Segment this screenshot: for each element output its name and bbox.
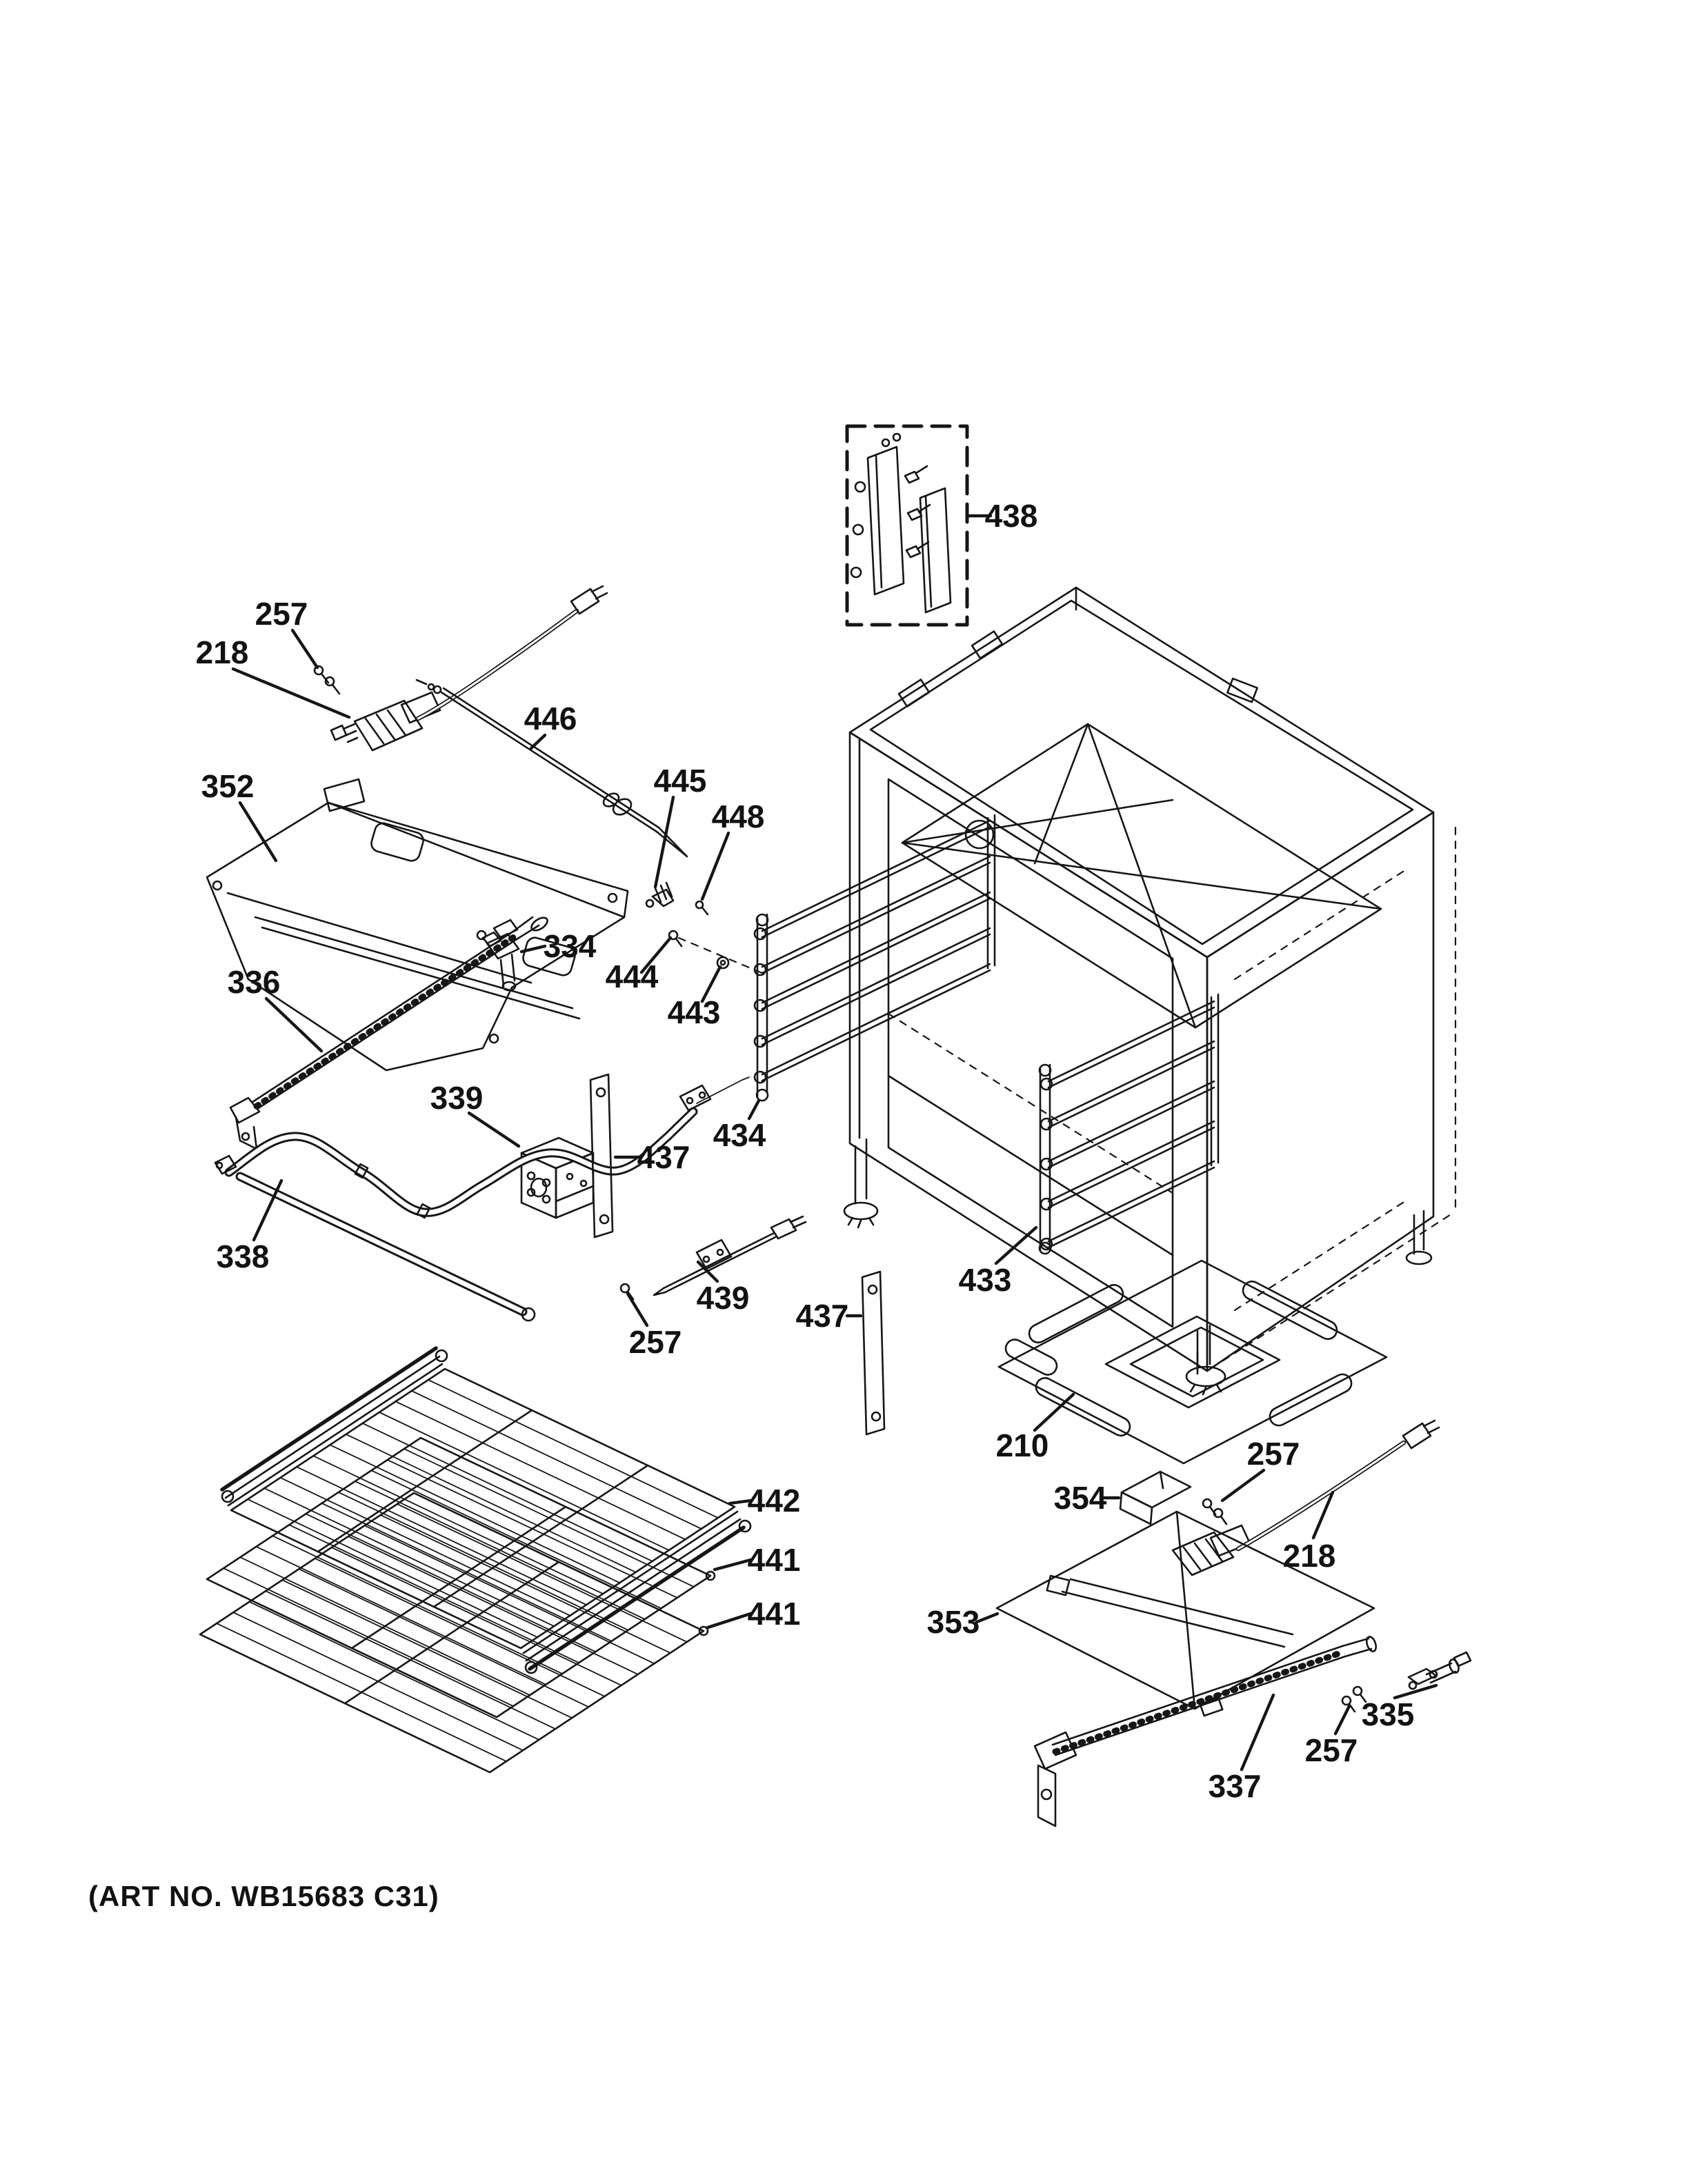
callout-label: 352 bbox=[201, 768, 255, 804]
callout-label: 444 bbox=[606, 959, 659, 994]
part-442-sliding-rack bbox=[220, 1346, 752, 1674]
callout-label: 441 bbox=[748, 1596, 801, 1632]
callout-437-lower: 437 bbox=[796, 1298, 863, 1334]
callout-438: 438 bbox=[965, 498, 1038, 534]
callout-335: 335 bbox=[1362, 1683, 1438, 1732]
callout-334: 334 bbox=[519, 928, 597, 964]
art-number-text: (ART NO. WB15683 C31) bbox=[88, 1880, 439, 1912]
part-433-rack-guide bbox=[1038, 993, 1220, 1255]
callout-label: 438 bbox=[985, 498, 1038, 534]
part-448-screw bbox=[695, 900, 709, 916]
callout-257-right: 257 bbox=[1220, 1436, 1300, 1503]
callout-label: 339 bbox=[430, 1080, 484, 1116]
callout-210: 210 bbox=[996, 1392, 1075, 1463]
callout-label: 434 bbox=[713, 1117, 766, 1153]
part-257-right-screws bbox=[1202, 1498, 1228, 1525]
callout-433: 433 bbox=[959, 1225, 1038, 1298]
callout-label: 218 bbox=[1283, 1538, 1336, 1574]
callout-444: 444 bbox=[606, 936, 673, 994]
part-337-broil-burner bbox=[1033, 1636, 1378, 1827]
callout-353: 353 bbox=[927, 1604, 1000, 1640]
callout-label: 445 bbox=[654, 763, 707, 799]
callout-label: 210 bbox=[996, 1427, 1049, 1463]
callout-label: 337 bbox=[1209, 1768, 1262, 1804]
callout-445: 445 bbox=[654, 763, 707, 889]
part-438-spark-module-kit bbox=[845, 424, 969, 627]
callout-339: 339 bbox=[430, 1080, 521, 1148]
callout-352: 352 bbox=[201, 768, 278, 863]
part-437-lower-strip bbox=[861, 1270, 886, 1436]
callout-label: 218 bbox=[196, 634, 249, 670]
callout-257-mid: 257 bbox=[626, 1292, 682, 1360]
callout-218-top: 218 bbox=[196, 634, 351, 719]
callout-label: 433 bbox=[959, 1262, 1012, 1298]
callout-446: 446 bbox=[524, 701, 577, 750]
callout-label: 441 bbox=[748, 1542, 801, 1578]
part-441-lower-rack bbox=[199, 1492, 709, 1774]
callout-label: 257 bbox=[255, 596, 308, 632]
callout-label: 446 bbox=[524, 701, 577, 737]
part-352-baffle-panel bbox=[206, 778, 629, 1072]
callout-label: 336 bbox=[228, 964, 281, 1000]
part-218-right-igniter bbox=[1171, 1419, 1440, 1576]
part-353-deflector-panel bbox=[995, 1510, 1375, 1710]
callout-label: 338 bbox=[217, 1239, 270, 1274]
part-439-sensor bbox=[653, 1215, 807, 1296]
part-218-top-igniter bbox=[330, 585, 608, 752]
callout-437-upper: 437 bbox=[613, 1139, 690, 1175]
callout-label: 442 bbox=[748, 1483, 801, 1519]
part-444-screw bbox=[668, 930, 683, 948]
part-441-upper-rack bbox=[206, 1436, 716, 1719]
part-257-top-screws bbox=[313, 665, 341, 695]
part-437-upper-strip bbox=[589, 1073, 614, 1239]
callout-label: 437 bbox=[637, 1139, 690, 1175]
cabinet-legs bbox=[843, 1138, 1433, 1396]
part-336-bake-burner bbox=[229, 916, 548, 1150]
callout-443: 443 bbox=[668, 965, 722, 1030]
part-354-cover bbox=[1119, 1470, 1192, 1525]
callout-label: 257 bbox=[629, 1324, 682, 1360]
callout-label: 443 bbox=[668, 994, 721, 1030]
callout-337: 337 bbox=[1209, 1693, 1275, 1804]
callout-336: 336 bbox=[228, 964, 324, 1053]
callout-439: 439 bbox=[697, 1260, 750, 1316]
part-446-capillary-rod bbox=[415, 679, 688, 858]
callout-442: 442 bbox=[728, 1483, 801, 1519]
callout-label: 257 bbox=[1305, 1732, 1358, 1768]
callout-label: 334 bbox=[544, 928, 597, 964]
callout-label: 448 bbox=[712, 799, 765, 834]
part-445-clip bbox=[645, 881, 675, 908]
callout-441-lower: 441 bbox=[706, 1596, 801, 1632]
callout-label: 353 bbox=[927, 1604, 980, 1640]
callout-label: 439 bbox=[697, 1280, 750, 1316]
part-334-orifice-holder bbox=[476, 930, 520, 992]
callout-354: 354 bbox=[1054, 1480, 1121, 1516]
part-434-rack-guide bbox=[753, 814, 996, 1102]
callout-label: 354 bbox=[1054, 1480, 1107, 1516]
callout-label: 335 bbox=[1362, 1696, 1415, 1732]
part-210-drawer-pan bbox=[997, 1259, 1388, 1465]
callout-218-right: 218 bbox=[1283, 1490, 1336, 1574]
callout-434: 434 bbox=[713, 1099, 766, 1153]
callout-label: 437 bbox=[796, 1298, 849, 1334]
cabinet-body bbox=[848, 586, 1457, 1372]
alignment-dash-line bbox=[677, 936, 768, 976]
part-335-orifice bbox=[1407, 1651, 1472, 1690]
callout-448: 448 bbox=[700, 799, 765, 901]
callout-338: 338 bbox=[217, 1179, 284, 1274]
callout-label: 257 bbox=[1247, 1436, 1300, 1472]
callout-257-top: 257 bbox=[255, 596, 319, 670]
part-338-gas-pipe bbox=[214, 1076, 750, 1322]
callout-257-bottom: 257 bbox=[1305, 1704, 1358, 1768]
callout-441-upper: 441 bbox=[713, 1542, 801, 1578]
